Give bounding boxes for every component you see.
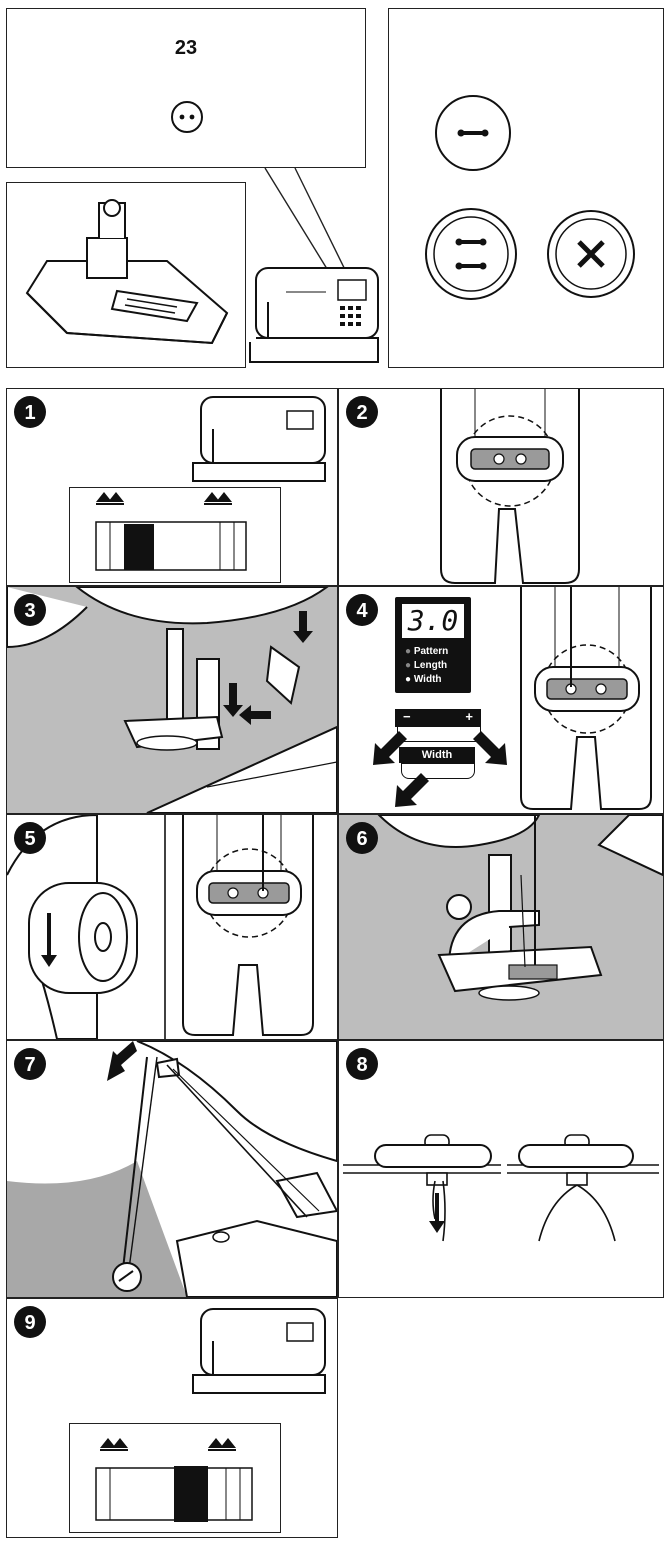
- step-number-9: 9: [13, 1305, 47, 1339]
- step-number-1: 1: [13, 395, 47, 429]
- step-9-panel: 9: [6, 1298, 338, 1538]
- step-4-panel: 4 3.0 ● Pattern ● Length ● Width − + Wid…: [338, 586, 664, 814]
- button-sewing-foot-icon: [7, 183, 243, 365]
- step-number-8: 8: [345, 1047, 379, 1081]
- step-number-3: 3: [13, 593, 47, 627]
- four-hole-parallel-button-icon: [421, 204, 521, 304]
- step-number-4: 4: [345, 593, 379, 627]
- step-2-panel: 2: [338, 388, 664, 586]
- button-types-panel: [388, 8, 664, 368]
- menu-item-pattern: ● Pattern: [405, 645, 448, 659]
- svg-text:3: 3: [24, 600, 35, 622]
- drop-feed-lever-inset: [69, 487, 281, 583]
- four-hole-cross-button-icon: [543, 206, 639, 302]
- button-foot-panel: [6, 182, 246, 368]
- foot-needle-right-icon: [177, 815, 323, 1039]
- sewing-machine-icon: [187, 393, 332, 485]
- svg-text:1: 1: [24, 402, 35, 424]
- svg-text:9: 9: [24, 1312, 35, 1334]
- stitch-display-panel: 3.0 ● Pattern ● Length ● Width: [395, 597, 471, 693]
- step-7-panel: 7: [6, 1040, 338, 1298]
- step-5-panel: 5: [6, 814, 338, 1040]
- foot-needle-left-icon: [515, 587, 661, 813]
- svg-text:6: 6: [356, 828, 367, 850]
- step-1-panel: 1: [6, 388, 338, 586]
- step-number-6: 6: [345, 821, 379, 855]
- svg-text:2: 2: [356, 402, 367, 424]
- svg-text:8: 8: [356, 1054, 367, 1076]
- step-6-panel: 6: [338, 814, 664, 1040]
- press-arrows: [359, 717, 519, 807]
- drop-feed-lever-inset: [69, 1423, 281, 1533]
- lower-foot-icon: [7, 587, 337, 813]
- foot-raised-thread-icon: [339, 815, 663, 1039]
- foot-with-button-icon: [435, 389, 585, 585]
- step-8-panel: 8: [338, 1040, 664, 1298]
- svg-text:7: 7: [24, 1054, 35, 1076]
- two-hole-shank-button-icon: [431, 91, 515, 175]
- menu-item-length: ● Length: [405, 659, 448, 673]
- tie-threads-icon: [339, 1091, 663, 1291]
- step-3-panel: 3: [6, 586, 338, 814]
- step-number-7: 7: [13, 1047, 47, 1081]
- step-number-5: 5: [13, 821, 47, 855]
- svg-text:5: 5: [24, 828, 35, 850]
- pull-threads-icon: [7, 1041, 337, 1297]
- sewing-machine-icon: [246, 262, 386, 368]
- svg-text:4: 4: [356, 600, 368, 622]
- display-value: 3.0: [401, 603, 465, 639]
- sewing-machine-icon: [187, 1305, 332, 1397]
- menu-item-width: ● Width: [405, 673, 448, 687]
- step-number-2: 2: [345, 395, 379, 429]
